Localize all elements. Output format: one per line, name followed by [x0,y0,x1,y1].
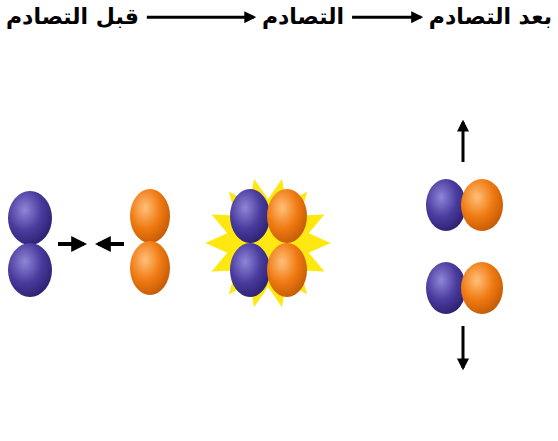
stage-heading: بعد التصادم [429,4,552,30]
stage-arrow [147,16,254,19]
purple-molecule [8,191,52,297]
motion-arrow [98,242,124,246]
stage-arrow [352,16,421,19]
stage-heading: قبل التصادم [6,4,139,30]
motion-arrow [58,242,84,246]
motion-arrow [462,122,465,162]
product-molecules [426,179,503,314]
orange-molecule [130,189,170,295]
stage-heading: التصادم [262,4,344,30]
colliding-molecules [230,189,307,297]
collision-burst [205,179,330,308]
motion-arrow [462,326,465,368]
